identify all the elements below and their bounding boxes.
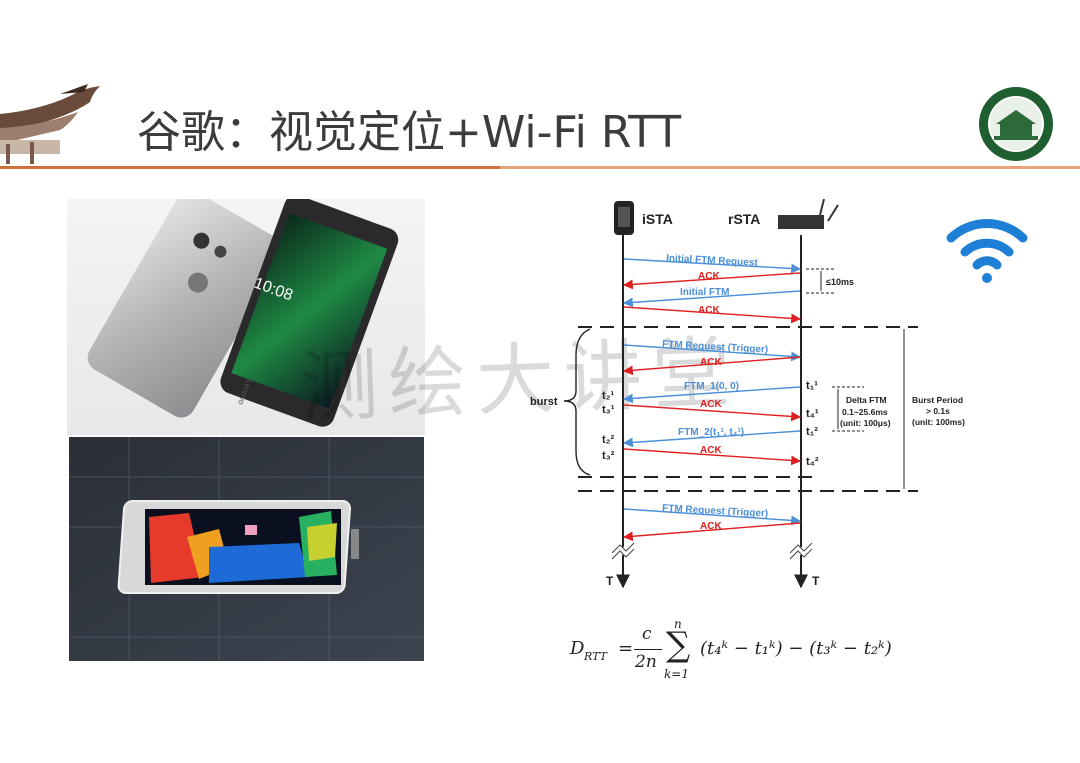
ftm1-label: FTM_1(0, 0) — [684, 381, 739, 392]
burst-period-unit: (unit: 100ms) — [912, 417, 965, 427]
t1-2-label: t₁² — [806, 426, 818, 438]
burst-period-value: > 0.1s — [926, 406, 950, 416]
slide-title: 谷歌：视觉定位+Wi-Fi RTT — [137, 107, 682, 158]
le-10ms-label: ≤10ms — [826, 277, 854, 287]
delta-ftm-unit: (unit: 100μs) — [840, 418, 891, 428]
time-axis-right: T — [812, 574, 820, 588]
burst-period-label: Burst Period — [912, 395, 963, 405]
t4-1-label: t₄¹ — [806, 408, 819, 420]
rsta-label: rSTA — [728, 211, 760, 227]
wifi-icon — [946, 219, 1028, 283]
ftm-request-trigger-label-2: FTM Request (Trigger) — [662, 503, 769, 520]
rtt-formula: D RTT = c 2n n ∑ k=1 (t₄ᵏ − t₁ᵏ) − (t₃ᵏ … — [570, 617, 900, 690]
formula-denominator: 2n — [635, 652, 657, 672]
t4-2-label: t₄² — [806, 456, 819, 468]
formula-lhs: D — [570, 638, 585, 659]
initial-ftm-request-label: Initial FTM Request — [666, 253, 759, 269]
t2-1-label: t₂¹ — [602, 390, 615, 402]
ack-label-2: ACK — [698, 305, 720, 316]
time-axis-left: T — [606, 574, 614, 588]
depth-sensing-photo — [69, 437, 424, 661]
phone-product-photo: 10:08 Lenovo — [67, 199, 425, 435]
formula-numerator: c — [642, 624, 652, 644]
ftm-request-trigger-label: FTM Request (Trigger) — [662, 339, 769, 356]
formula-sum-upper: n — [674, 617, 682, 631]
router-icon — [778, 198, 839, 229]
burst-label: burst — [530, 396, 558, 408]
title-divider — [0, 166, 1080, 169]
t1-1-label: t₁¹ — [806, 380, 818, 392]
ftm-sequence-diagram: iSTA rSTA T T Initial FTM Request ACK In… — [530, 198, 965, 589]
t2-2-label: t₂² — [602, 434, 615, 446]
university-emblem — [979, 87, 1053, 161]
initial-ftm-label: Initial FTM — [680, 287, 729, 298]
delta-ftm-label: Delta FTM — [846, 395, 887, 405]
t3-2-label: t₃² — [602, 450, 615, 462]
formula-lhs-subscript: RTT — [584, 650, 607, 663]
formula-equals: = — [618, 638, 634, 659]
ftm2-label: FTM_2(t₁¹, t₄¹) — [678, 427, 744, 438]
pagoda-roof-decoration — [0, 84, 100, 164]
ack-label-5: ACK — [700, 445, 722, 456]
formula-sum-symbol: ∑ — [666, 625, 691, 665]
ack-label-4: ACK — [700, 399, 722, 410]
ack-label-1: ACK — [698, 271, 720, 282]
ack-label-6: ACK — [700, 521, 722, 532]
ack-label-3: ACK — [700, 357, 722, 368]
formula-fraction-bar — [634, 649, 662, 650]
delta-ftm-range: 0.1~25.6ms — [842, 407, 888, 417]
ista-label: iSTA — [642, 211, 673, 227]
formula-sum-lower: k=1 — [664, 667, 689, 681]
t3-1-label: t₃¹ — [602, 404, 615, 416]
formula-body: (t₄ᵏ − t₁ᵏ) − (t₃ᵏ − t₂ᵏ) — [700, 638, 892, 659]
title-divider-accent — [0, 166, 500, 169]
